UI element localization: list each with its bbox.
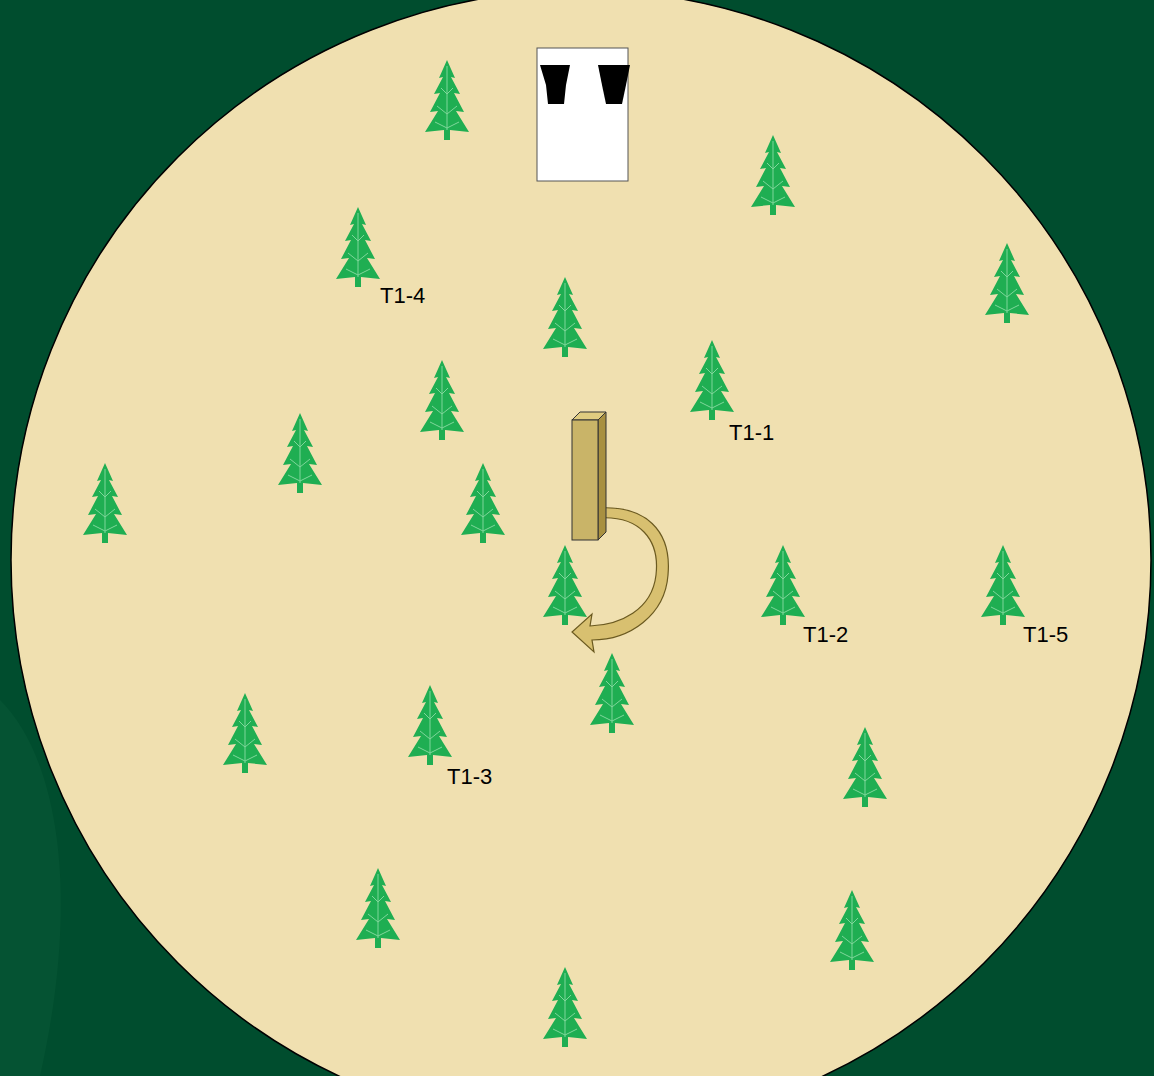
tree-symbol [278, 413, 322, 493]
tree-symbol [843, 727, 887, 807]
tree-symbol [543, 967, 587, 1047]
plot-center-post [572, 412, 668, 652]
tree-label: T1-4 [380, 285, 425, 307]
tree-symbol [761, 545, 805, 625]
tree-symbol [690, 340, 734, 420]
tree-symbol [356, 868, 400, 948]
vehicle [537, 48, 630, 181]
tree-symbol [461, 463, 505, 543]
tree-symbol [223, 693, 267, 773]
tree-label: T1-1 [729, 422, 774, 444]
tree-label: T1-2 [803, 624, 848, 646]
tree-symbol [830, 890, 874, 970]
tree-symbol [408, 685, 452, 765]
tree-symbol [985, 243, 1029, 323]
tree-symbol [751, 135, 795, 215]
tree-symbol [543, 545, 587, 625]
tree-symbol [590, 653, 634, 733]
tree-symbol [336, 207, 380, 287]
tree-symbol [83, 463, 127, 543]
tree-symbol [425, 60, 469, 140]
tree-symbol [543, 277, 587, 357]
plot-circle [11, 0, 1151, 1076]
tree-symbol [420, 360, 464, 440]
tree-label: T1-3 [447, 766, 492, 788]
tree-symbol [981, 545, 1025, 625]
tree-label: T1-5 [1023, 624, 1068, 646]
trees [83, 60, 1029, 1047]
